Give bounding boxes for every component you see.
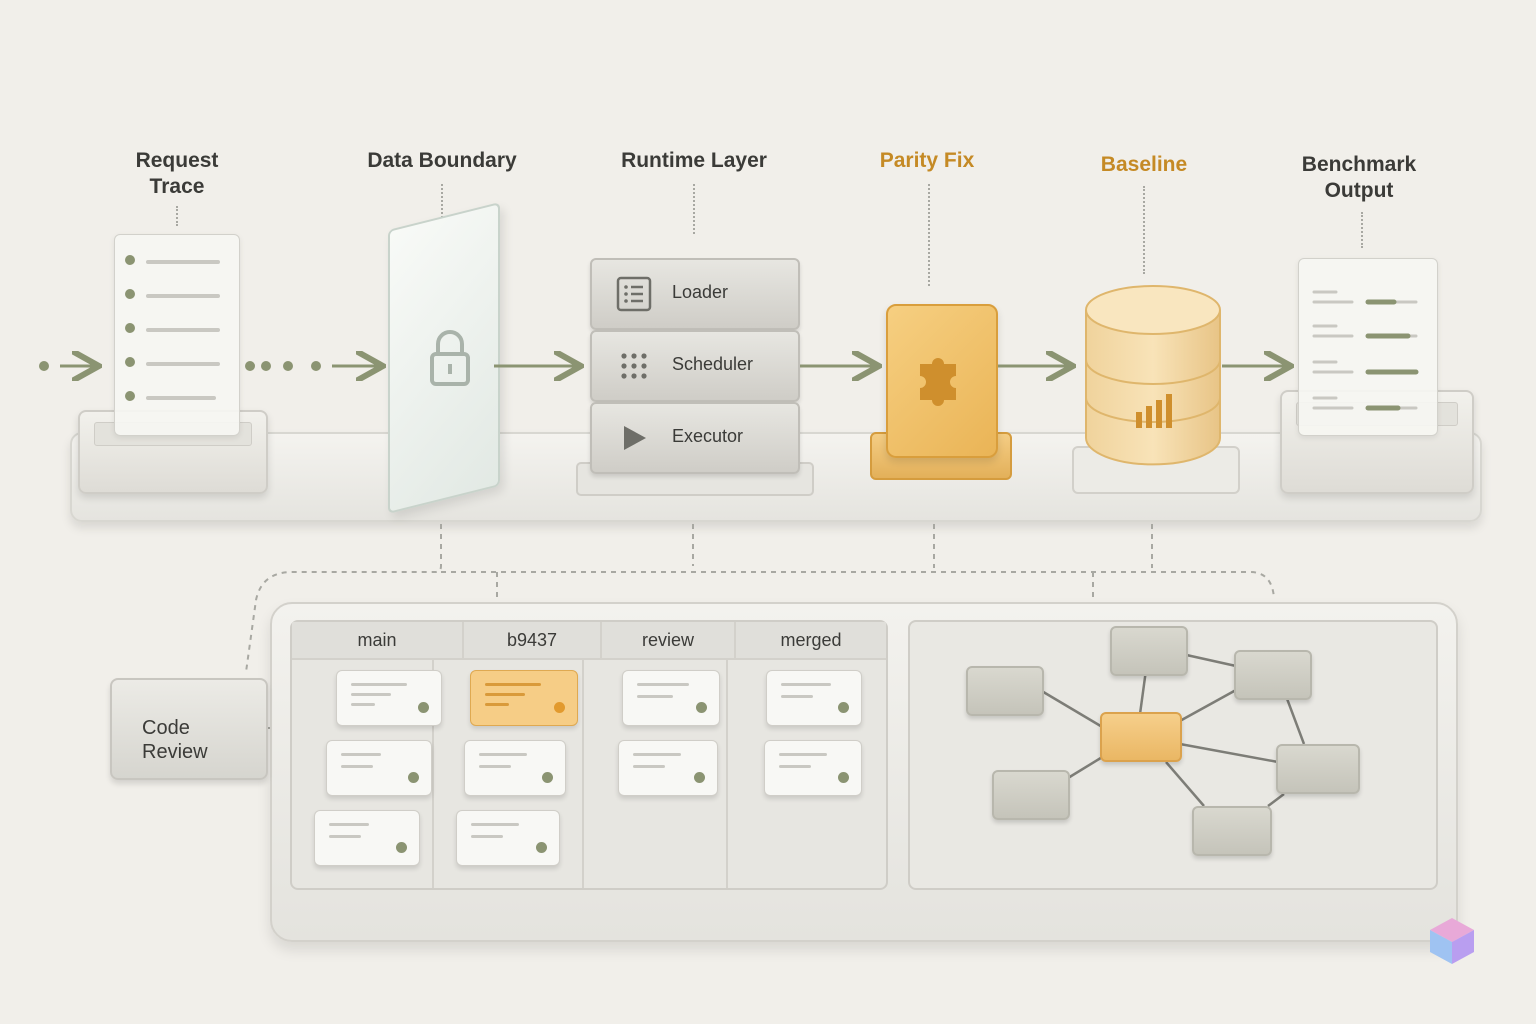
graph-node[interactable] [1110, 626, 1188, 676]
runtime-layer-executor[interactable]: Executor [590, 402, 800, 474]
list-icon [616, 276, 652, 312]
leader-line [441, 184, 443, 230]
commit-card[interactable] [622, 670, 720, 726]
commit-card[interactable] [456, 810, 560, 866]
request-trace-lines [125, 255, 220, 401]
commit-card[interactable] [336, 670, 442, 726]
grid-dots-icon [621, 353, 647, 379]
code-review-label: Code Review [142, 717, 208, 763]
stage-label-data-boundary: Data Boundary [367, 149, 517, 172]
leader-line [693, 184, 695, 234]
runtime-layer-scheduler[interactable]: Scheduler [590, 330, 800, 402]
commit-card[interactable] [766, 670, 862, 726]
puzzle-icon [920, 358, 956, 406]
leader-line [1361, 212, 1363, 248]
graph-node-highlighted[interactable] [1100, 712, 1182, 762]
cube-logo-icon [1430, 918, 1474, 964]
runtime-layer-label: Loader [672, 282, 729, 302]
play-icon [624, 426, 646, 450]
column-divider [582, 658, 584, 888]
runtime-layer-loader[interactable]: Loader [590, 258, 800, 330]
graph-node[interactable] [1276, 744, 1360, 794]
graph-node[interactable] [992, 770, 1070, 820]
commit-card-highlighted[interactable] [470, 670, 578, 726]
stage-label-request-trace: Request Trace [135, 149, 219, 198]
parity-fix-block[interactable] [886, 304, 998, 458]
lock-icon [430, 330, 470, 386]
commit-card[interactable] [618, 740, 718, 796]
column-header-merged[interactable]: merged [736, 622, 886, 660]
benchmark-output-document[interactable] [1298, 258, 1438, 436]
column-divider [432, 658, 434, 888]
baseline-base [1072, 446, 1240, 494]
commit-card[interactable] [314, 810, 420, 866]
commit-card[interactable] [464, 740, 566, 796]
stage-label-benchmark-output: Benchmark Output [1301, 153, 1417, 202]
commit-card[interactable] [326, 740, 432, 796]
stage-label-runtime-layer: Runtime Layer [621, 149, 767, 172]
graph-node[interactable] [1234, 650, 1312, 700]
code-review-block[interactable]: Code Review [110, 678, 268, 780]
commit-card[interactable] [764, 740, 862, 796]
request-trace-document[interactable] [114, 234, 240, 436]
leader-line [928, 184, 930, 286]
column-header-main[interactable]: main [292, 622, 464, 660]
leader-line [1143, 186, 1145, 274]
runtime-layer-label: Scheduler [672, 354, 754, 374]
graph-node[interactable] [1192, 806, 1272, 856]
runtime-layer-label: Executor [672, 426, 744, 446]
bar-chart-icon [1136, 394, 1172, 428]
column-divider [726, 658, 728, 888]
stage-label-parity-fix: Parity Fix [879, 149, 975, 172]
graph-node[interactable] [966, 666, 1044, 716]
leader-line [176, 206, 178, 226]
column-header-b9437[interactable]: b9437 [464, 622, 602, 660]
stage-label-baseline: Baseline [1100, 153, 1188, 176]
column-header-review[interactable]: review [602, 622, 736, 660]
benchmark-output-lines [1312, 290, 1419, 411]
